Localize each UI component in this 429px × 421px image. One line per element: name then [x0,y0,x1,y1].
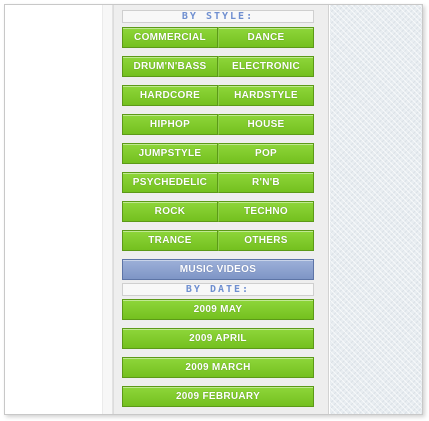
style-button-hiphop[interactable]: HIPHOP [122,114,218,135]
date-button-2009-march[interactable]: 2009 MARCH [122,357,314,378]
style-button-drum-n-bass[interactable]: DRUM'N'BASS [122,56,218,77]
style-button-pop[interactable]: POP [218,143,314,164]
style-row: ROCK TECHNO [122,201,314,222]
music-videos-row: MUSIC VIDEOS [122,259,314,280]
style-button-electronic[interactable]: ELECTRONIC [218,56,314,77]
date-button-2009-april[interactable]: 2009 APRIL [122,328,314,349]
style-row: HARDCORE HARDSTYLE [122,85,314,106]
style-button-jumpstyle[interactable]: JUMPSTYLE [122,143,218,164]
style-row: TRANCE OTHERS [122,230,314,251]
style-button-rock[interactable]: ROCK [122,201,218,222]
style-row: COMMERCIAL DANCE [122,27,314,48]
style-row: JUMPSTYLE POP [122,143,314,164]
page-margin [5,5,103,414]
page-gutter [103,5,113,414]
by-date-header: BY DATE: [122,283,314,296]
style-button-hardcore[interactable]: HARDCORE [122,85,218,106]
style-button-house[interactable]: HOUSE [218,114,314,135]
style-button-commercial[interactable]: COMMERCIAL [122,27,218,48]
music-videos-button[interactable]: MUSIC VIDEOS [122,259,314,280]
date-row: 2009 MARCH [122,357,314,378]
style-row: HIPHOP HOUSE [122,114,314,135]
date-button-2009-february[interactable]: 2009 FEBRUARY [122,386,314,407]
style-button-trance[interactable]: TRANCE [122,230,218,251]
date-row: 2009 FEBRUARY [122,386,314,407]
date-button-2009-may[interactable]: 2009 MAY [122,299,314,320]
style-row: PSYCHEDELIC R'N'B [122,172,314,193]
style-row: DRUM'N'BASS ELECTRONIC [122,56,314,77]
date-row: 2009 APRIL [122,328,314,349]
navigation-panel: BY STYLE: COMMERCIAL DANCE DRUM'N'BASS E… [113,5,329,414]
style-button-techno[interactable]: TECHNO [218,201,314,222]
screenshot-frame: BY STYLE: COMMERCIAL DANCE DRUM'N'BASS E… [4,4,423,415]
style-button-rnb[interactable]: R'N'B [218,172,314,193]
style-button-psychedelic[interactable]: PSYCHEDELIC [122,172,218,193]
style-button-hardstyle[interactable]: HARDSTYLE [218,85,314,106]
style-button-others[interactable]: OTHERS [218,230,314,251]
date-row: 2009 MAY [122,299,314,320]
by-style-header: BY STYLE: [122,10,314,23]
style-button-dance[interactable]: DANCE [218,27,314,48]
background-pattern [330,5,422,414]
